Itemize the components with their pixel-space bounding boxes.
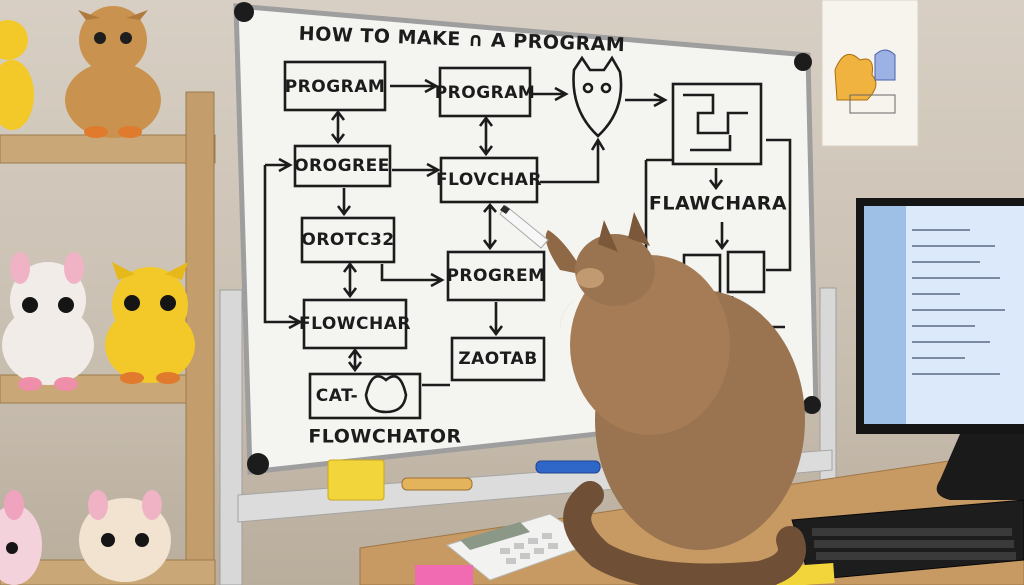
label-flawchar: FLAWCHARA xyxy=(649,193,787,215)
arrow-18 xyxy=(766,138,792,272)
plush-toy-white-bunny xyxy=(2,252,94,391)
label-cat: CAT- xyxy=(316,386,358,406)
keyboard xyxy=(791,499,1024,581)
box-program-1 xyxy=(283,60,387,112)
arrow-9 xyxy=(342,261,358,299)
drawn-cat-face xyxy=(364,375,408,414)
arrow-12 xyxy=(347,347,363,373)
arrow-1 xyxy=(390,78,439,94)
tray-items xyxy=(327,459,601,501)
drawn-cat-head xyxy=(572,55,623,138)
arrow-3 xyxy=(625,92,668,108)
arrow-6 xyxy=(392,162,441,178)
computer-monitor xyxy=(856,198,1024,500)
label-flowchar: FLOWCHAR xyxy=(299,314,411,334)
label-orogree: OROGREE xyxy=(294,156,390,176)
box-progrem xyxy=(446,250,546,302)
cat-tail xyxy=(563,481,806,585)
marker-orange xyxy=(401,477,473,491)
drawn-cat-eye-left xyxy=(582,82,594,94)
arrow-5 xyxy=(478,115,494,157)
arrow-15 xyxy=(708,168,724,191)
cat-ear-right xyxy=(598,220,618,252)
label-progrem: PROGREM xyxy=(446,266,545,286)
plush-toy-pink-bunny xyxy=(0,490,42,585)
box-cat xyxy=(308,372,422,420)
drawn-cat-eye-right xyxy=(600,82,612,94)
cat-paw-raised xyxy=(545,230,585,275)
box-zaotab xyxy=(450,336,546,382)
arrow-14 xyxy=(540,137,606,184)
arrow-17 xyxy=(714,222,730,251)
label-flovchar: FLOVCHAR xyxy=(436,170,542,190)
marker-blue xyxy=(535,460,601,474)
label-orotc32: OROTC32 xyxy=(301,230,394,250)
sticky-note-pink xyxy=(415,565,473,585)
arrow-13 xyxy=(263,157,303,330)
sticky-note-yellow xyxy=(327,459,385,501)
arrow-11 xyxy=(488,302,504,337)
box-small-2 xyxy=(726,250,766,294)
plush-toy-yellow-cat xyxy=(105,262,195,384)
cat-ear-left xyxy=(628,212,650,246)
arrow-7 xyxy=(336,188,352,217)
calculator xyxy=(445,513,596,581)
wall-drawing xyxy=(821,0,919,147)
plush-toy-brown-cat xyxy=(65,6,161,138)
plush-toy-cream-bunny xyxy=(79,490,171,582)
maze-lines xyxy=(683,93,748,152)
cat-head xyxy=(575,234,655,306)
label-zaotab: ZAOTAB xyxy=(458,349,537,369)
cat xyxy=(545,212,806,585)
arrow-8 xyxy=(482,203,498,251)
arrow-10 xyxy=(380,264,445,288)
box-maze xyxy=(671,82,763,166)
box-program-2 xyxy=(438,66,532,118)
box-flovchar xyxy=(439,156,539,204)
box-orogree xyxy=(293,144,392,188)
plush-toy-yellow-left-top xyxy=(0,20,34,130)
arrow-4 xyxy=(330,109,346,145)
label-program-2: PROGRAM xyxy=(435,83,536,103)
board-labels: HOW TO MAKE ∩ A PROGRAM PROGRAM PROGRAM … xyxy=(285,23,787,448)
label-program-1: PROGRAM xyxy=(285,77,386,97)
label-flowchator: FLOWCHATOR xyxy=(308,426,461,448)
marker-white xyxy=(499,205,549,249)
box-orotc32 xyxy=(300,216,396,264)
arrow-2 xyxy=(530,86,569,102)
